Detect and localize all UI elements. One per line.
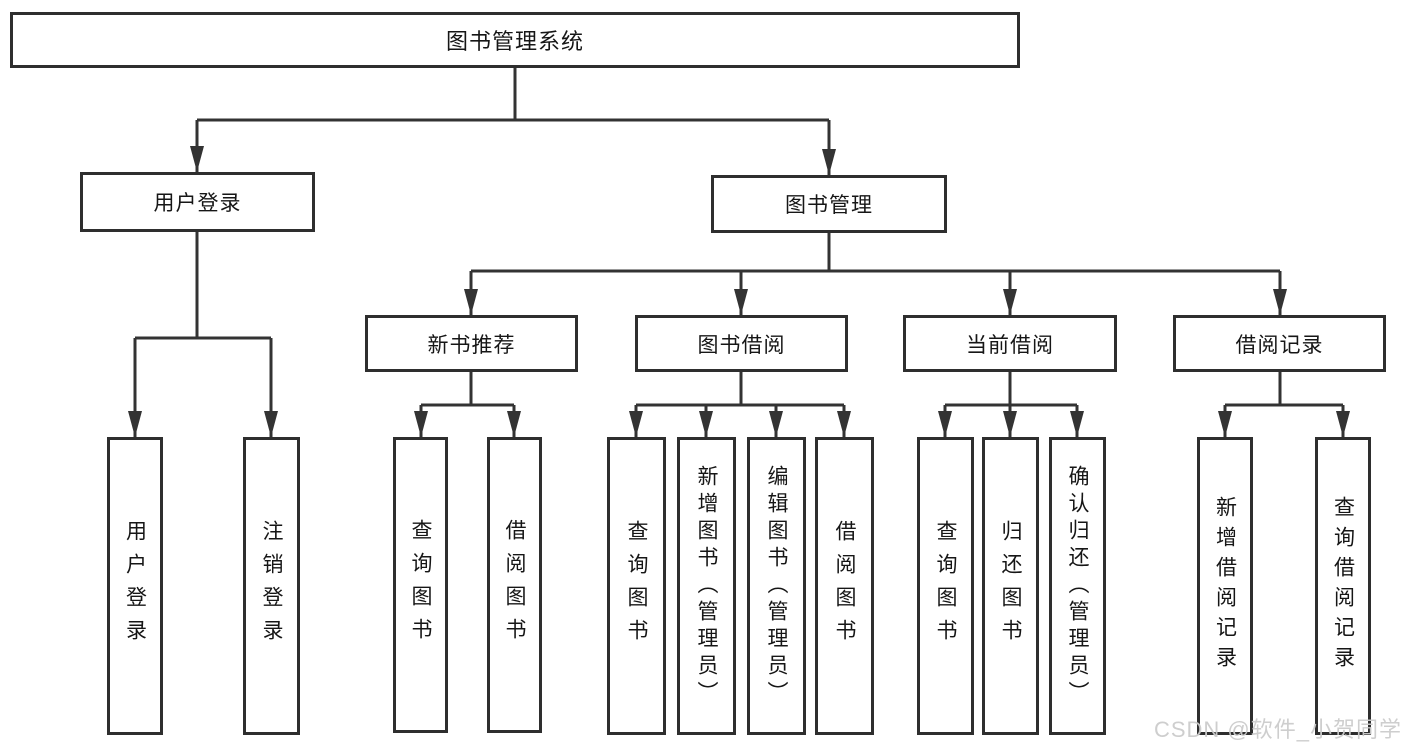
arrowhead [414, 411, 428, 437]
node-label: 确认归还（管理员） [1066, 464, 1089, 708]
leaf-cb-query-books: 查询图书 [917, 437, 974, 735]
node-root: 图书管理系统 [10, 12, 1020, 68]
node-label: 新增借阅记录 [1213, 496, 1237, 676]
watermark: CSDN @软件_小贺同学 [1153, 717, 1402, 742]
node-label: 编辑图书（管理员） [765, 464, 788, 708]
node-label: 查询借阅记录 [1331, 496, 1355, 676]
leaf-bb-borrow-books: 借阅图书 [815, 437, 874, 735]
arrowhead [190, 146, 204, 172]
node-book-management: 图书管理 [711, 175, 947, 233]
node-label: 新增图书（管理员） [695, 464, 718, 708]
arrowhead [629, 411, 643, 437]
arrowhead [769, 411, 783, 437]
leaf-user-login: 用户登录 [107, 437, 163, 735]
node-book-borrow: 图书借阅 [635, 315, 848, 372]
arrowhead [822, 149, 836, 175]
node-label: 借阅图书 [503, 519, 526, 651]
arrowhead [128, 411, 142, 437]
arrowhead [1336, 411, 1350, 437]
node-new-book-recommend: 新书推荐 [365, 315, 578, 372]
edge-userlogin-leaves [133, 232, 273, 437]
node-label: 注销登录 [260, 520, 283, 652]
leaf-logout: 注销登录 [243, 437, 300, 735]
node-label: 新书推荐 [427, 333, 516, 357]
arrowhead [837, 411, 851, 437]
arrowhead [1003, 411, 1017, 437]
arrowhead [1218, 411, 1232, 437]
edge-newbooks-leaves [419, 372, 516, 437]
node-label: 图书管理 [785, 194, 873, 217]
arrowhead [1273, 289, 1287, 315]
leaf-nb-query-books: 查询图书 [393, 437, 448, 733]
edge-bookborrow-leaves [634, 372, 846, 437]
edge-bookmgmt-level3 [469, 233, 1282, 315]
edge-root-level2 [195, 68, 831, 175]
leaf-bb-query-books: 查询图书 [607, 437, 666, 735]
node-current-borrow: 当前借阅 [903, 315, 1117, 372]
arrowhead [1003, 289, 1017, 315]
node-label: 用户登录 [123, 520, 147, 652]
node-label: 图书管理系统 [445, 29, 584, 54]
arrowhead [1070, 411, 1084, 437]
leaf-bb-edit-books-admin: 编辑图书（管理员） [747, 437, 806, 735]
leaf-br-query-record: 查询借阅记录 [1315, 437, 1371, 735]
node-label: 用户登录 [153, 192, 242, 215]
node-borrow-records: 借阅记录 [1173, 315, 1386, 372]
edge-borrowrecords-leaves [1223, 372, 1345, 437]
node-label: 图书借阅 [697, 333, 786, 357]
arrowhead [699, 411, 713, 437]
edge-currentborrow-leaves [943, 372, 1079, 437]
leaf-nb-borrow-books: 借阅图书 [487, 437, 542, 733]
node-label: 当前借阅 [966, 333, 1054, 357]
node-user-login: 用户登录 [80, 172, 315, 232]
node-label: 归还图书 [999, 520, 1022, 652]
leaf-bb-add-books-admin: 新增图书（管理员） [677, 437, 736, 735]
leaf-cb-return-books: 归还图书 [982, 437, 1039, 735]
arrowhead [938, 411, 952, 437]
node-label: 查询图书 [625, 520, 648, 652]
leaf-cb-confirm-return-admin: 确认归还（管理员） [1049, 437, 1106, 735]
arrowhead [264, 411, 278, 437]
arrowhead [464, 289, 478, 315]
node-label: 查询图书 [409, 519, 432, 651]
leaf-br-add-record: 新增借阅记录 [1197, 437, 1253, 735]
node-label: 借阅图书 [833, 520, 856, 652]
node-label: 查询图书 [934, 520, 957, 652]
node-label: 借阅记录 [1235, 333, 1324, 357]
arrowhead [734, 289, 748, 315]
arrowhead [507, 411, 521, 437]
